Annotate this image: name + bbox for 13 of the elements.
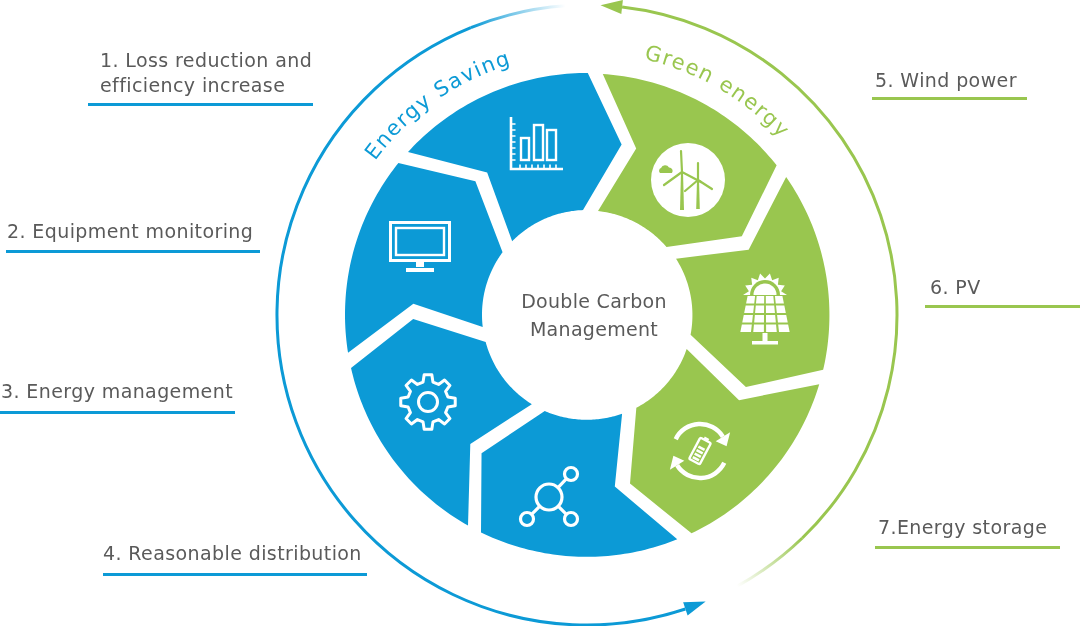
chevron-segment [481,411,678,557]
item-label: 7.Energy storage [878,515,1048,540]
item-label: 1. Loss reduction and efficiency increase [100,48,314,98]
center-label: Double Carbon Management [520,289,668,342]
chevron-segment [350,319,532,526]
item-label: 6. PV [930,275,981,300]
item-label: 5. Wind power [875,68,1017,93]
chevron-segment [675,176,829,387]
item-label: 2. Equipment monitoring [7,219,254,244]
chevron-segment [345,163,503,354]
item-label: 3. Energy management [1,379,233,404]
chevron-segment [629,349,819,534]
item-label: 4. Reasonable distribution [103,541,362,566]
